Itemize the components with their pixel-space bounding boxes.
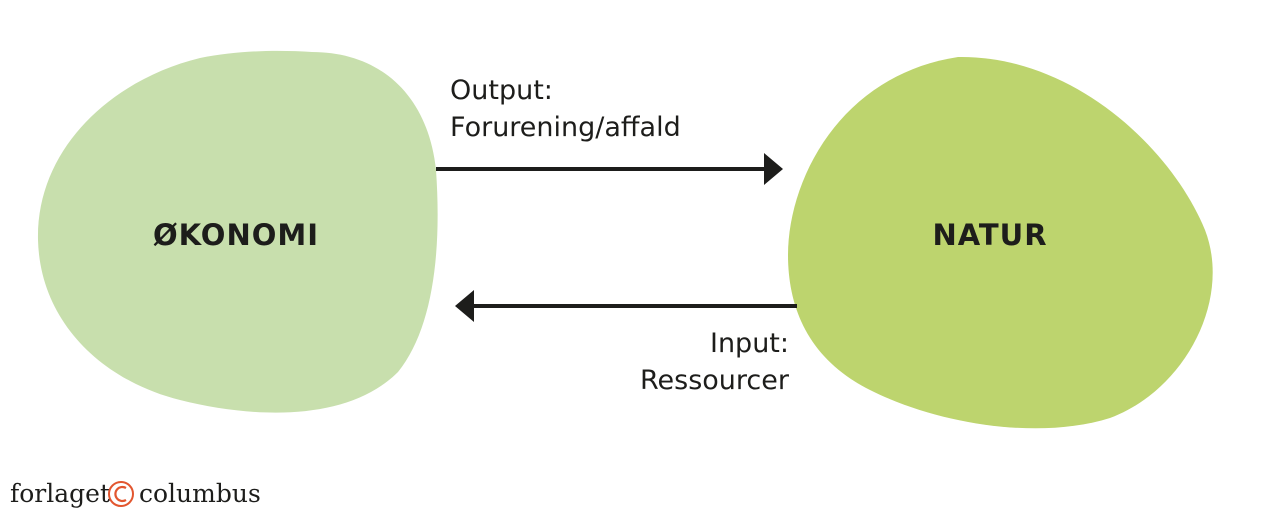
output-label-line1: Output: [450, 75, 553, 106]
output-label-line2: Forurening/affald [450, 112, 681, 143]
nature-blob [788, 56, 1213, 429]
economy-blob [37, 50, 438, 413]
nature-label: NATUR [932, 218, 1047, 252]
input-label-line2: Ressourcer [640, 365, 790, 396]
economy-label: ØKONOMI [153, 218, 319, 252]
copyright-c-circle-icon [108, 481, 134, 507]
output-arrow-head [764, 153, 783, 185]
logo-text-columbus: columbus [139, 479, 261, 508]
input-label-line1: Input: [710, 328, 789, 359]
input-arrow-head [455, 290, 474, 322]
logo-text-forlaget: forlaget [10, 479, 110, 508]
publisher-logo: forlaget columbus [10, 479, 261, 508]
